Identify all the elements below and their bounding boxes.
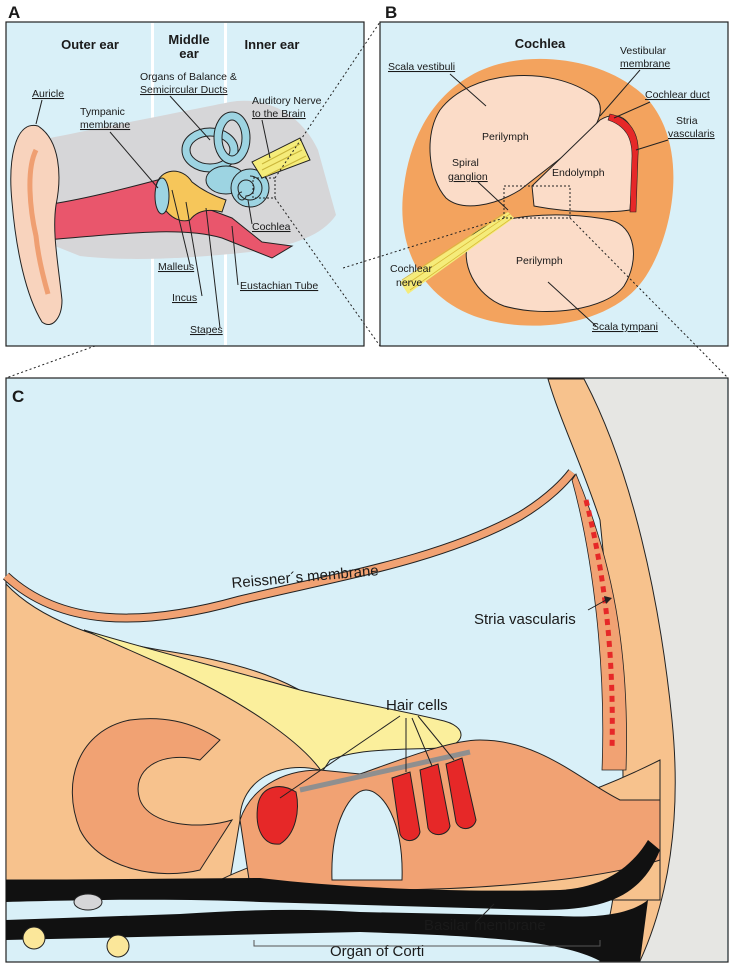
label-tympanic-line2: membrane [80, 119, 130, 131]
middle-ear-header-line1: Middle [168, 32, 209, 47]
label-incus: Incus [172, 292, 197, 304]
tunnel-of-corti [331, 789, 403, 881]
stria-vascularis-strip [607, 113, 639, 213]
label-scala-vestibuli: Scala vestibuli [388, 61, 455, 73]
label-auditory-line1: Auditory Nerve [252, 95, 322, 107]
stria-vascularis-column [571, 473, 627, 771]
label-vestibular-line2: membrane [620, 58, 670, 70]
panel-a-leader-lines [35, 95, 271, 329]
label-eustachian: Eustachian Tube [240, 280, 318, 292]
label-organs-line1: Organs of Balance & [140, 71, 237, 83]
cochlea-zoom-box [252, 177, 276, 199]
label-auditory-line2: to the Brain [252, 108, 306, 120]
panel-a: A Outer ear Middle ear Inner ear [5, 3, 365, 347]
ossicles-shape [155, 170, 227, 222]
middle-ear-header-line2: ear [179, 46, 199, 61]
nerve-cell-3 [106, 934, 130, 958]
label-auricle: Auricle [32, 88, 64, 100]
basilar-membrane [6, 840, 660, 910]
panel-c-arrows [253, 596, 612, 947]
cochlear-nerve-fan [400, 212, 514, 294]
scala-tympani-chamber [465, 214, 634, 312]
label-organs-line2: Semicircular Ducts [140, 84, 228, 96]
label-tympanic-line1: Tympanic [80, 106, 125, 118]
organ-of-corti-zoom-box [503, 185, 571, 219]
nerve-cell-1 [73, 893, 103, 911]
panel-c-letter: C [12, 387, 24, 406]
label-cochlea-a: Cochlea [252, 221, 291, 233]
label-stria-vascularis-c: Stria vascularis [474, 611, 576, 628]
panel-connectors [5, 21, 729, 379]
label-basilar-membrane: Basilar membrane [424, 917, 546, 934]
label-nerve-line1: Cochlear [390, 263, 433, 275]
panel-b-letter: B [385, 3, 397, 22]
tympanic-membrane-shape [154, 177, 170, 215]
label-perilymph-bottom: Perilymph [516, 255, 563, 267]
cochlea-title: Cochlea [515, 36, 566, 51]
panel-c: C [2, 377, 729, 963]
label-cochlear-duct: Cochlear duct [645, 89, 710, 101]
inner-ear-header: Inner ear [245, 37, 300, 52]
label-malleus: Malleus [158, 261, 194, 273]
label-endolymph: Endolymph [552, 167, 605, 179]
reticular-lamina [299, 749, 471, 793]
label-stria-line1: Stria [676, 115, 698, 127]
tectorial-membrane [83, 629, 462, 773]
label-hair-cells: Hair cells [386, 697, 448, 714]
label-spiral-line2: ganglion [448, 171, 488, 183]
ear-canal [44, 177, 294, 259]
label-vestibular-line1: Vestibular [620, 45, 667, 57]
inner-hair-cell [256, 786, 298, 845]
auditory-nerve-stripes [261, 143, 307, 177]
label-stapes: Stapes [190, 324, 223, 336]
lower-nerve-band [6, 900, 648, 961]
auricle-fold [27, 148, 51, 295]
reissners-membrane-fill [3, 469, 575, 622]
panel-b-leader-lines [449, 69, 669, 327]
nerve-cell-2 [22, 926, 46, 950]
outer-ear-header: Outer ear [61, 37, 119, 52]
cochlear-nerve-lines [401, 211, 513, 291]
inner-sulcus-cells [71, 718, 234, 875]
label-stria-line2: vascularis [668, 128, 715, 140]
label-perilymph-top: Perilymph [482, 131, 529, 143]
panel-a-letter: A [8, 3, 20, 22]
outer-hair-cells [391, 757, 477, 841]
auricle-shape [10, 125, 63, 325]
panel-b: B Cochlea Scala vestibuli Perilymph Vest… [379, 3, 729, 347]
label-nerve-line2: nerve [396, 277, 422, 289]
label-organ-of-corti: Organ of Corti [330, 943, 424, 960]
label-spiral-line1: Spiral [452, 157, 479, 169]
label-scala-tympani: Scala tympani [592, 321, 658, 333]
